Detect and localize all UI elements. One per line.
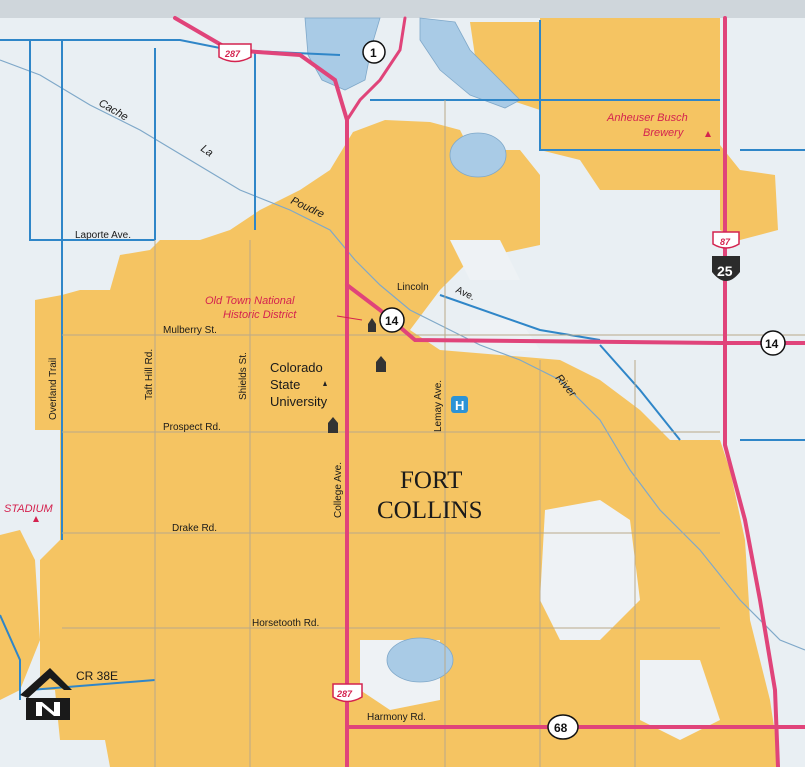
top-margin xyxy=(0,0,805,18)
co-14-center-label: 14 xyxy=(385,314,399,328)
co-1-shield-icon xyxy=(362,40,386,64)
co-14-center-shield-icon xyxy=(379,307,405,333)
label-old-town-line2: Historic District xyxy=(223,309,297,321)
co-1-label: 1 xyxy=(370,46,377,60)
label-drake-rd: Drake Rd. xyxy=(172,523,217,534)
label-laporte-ave: Laporte Ave. xyxy=(75,230,131,241)
museum-building-icon xyxy=(376,356,386,372)
label-csu-line3: University xyxy=(270,394,328,409)
label-stadium: STADIUM xyxy=(4,503,54,515)
i-25-label: 25 xyxy=(717,263,733,279)
cache-la-poudre-river xyxy=(0,59,805,651)
route-shields: 287 1 14 14 287 68 87 25 xyxy=(218,40,786,740)
city-name: FORT COLLINS xyxy=(377,467,483,524)
stadium-triangle-icon xyxy=(33,516,39,522)
label-shields-st: Shields St. xyxy=(238,352,249,400)
label-overland-trail: Overland Trail xyxy=(48,358,59,420)
street-labels: Laporte Ave. Mulberry St. Prospect Rd. D… xyxy=(48,230,476,723)
city-name-line2: COLLINS xyxy=(377,497,483,524)
us-87-shield-icon xyxy=(712,231,740,249)
i-25-shield-icon xyxy=(712,256,740,281)
street-grid xyxy=(62,100,805,767)
co-14-east-shield-icon xyxy=(760,330,786,356)
label-csu-line2: State xyxy=(270,377,300,392)
label-horsetooth-rd: Horsetooth Rd. xyxy=(252,618,319,629)
brewery-triangle-icon xyxy=(705,131,711,137)
label-anheuser-line1: Anheuser Busch xyxy=(606,112,688,124)
us-287-top-label: 287 xyxy=(224,49,241,59)
label-college-ave: College Ave. xyxy=(333,462,344,518)
old-town-pointer-icon xyxy=(336,315,363,321)
label-lemay-ave: Lemay Ave. xyxy=(433,380,444,432)
co-14-east-label: 14 xyxy=(765,337,779,351)
label-river-la: La xyxy=(198,143,215,160)
us-287-shield-icon xyxy=(218,43,252,63)
city-name-line1: FORT xyxy=(400,467,462,494)
hospital-icon xyxy=(451,396,468,413)
label-prospect-rd: Prospect Rd. xyxy=(163,422,221,433)
label-lincoln-ave: Lincoln xyxy=(397,282,429,293)
label-old-town-line1: Old Town National xyxy=(205,295,295,307)
north-arrow-icon xyxy=(20,668,72,720)
co-68-label: 68 xyxy=(554,721,568,735)
landmarks: Old Town National Historic District Colo… xyxy=(4,112,711,522)
csu-building-icon xyxy=(328,417,338,433)
label-anheuser-line2: Brewery xyxy=(643,127,685,139)
label-taft-hill-rd: Taft Hill Rd. xyxy=(144,349,155,400)
us-287-bottom-shield-icon xyxy=(332,683,363,703)
label-harmony-rd: Harmony Rd. xyxy=(367,712,426,723)
label-cr-38e: CR 38E xyxy=(76,669,118,683)
hospital-label: H xyxy=(455,398,464,413)
label-mulberry-st: Mulberry St. xyxy=(163,325,217,336)
label-csu-line1: Colorado xyxy=(270,360,323,375)
co-68-shield-icon xyxy=(547,714,579,740)
old-town-building-icon xyxy=(368,318,376,332)
csu-triangle-icon xyxy=(323,381,327,386)
us-87-label: 87 xyxy=(720,237,731,247)
us-287-bottom-label: 287 xyxy=(336,689,353,699)
